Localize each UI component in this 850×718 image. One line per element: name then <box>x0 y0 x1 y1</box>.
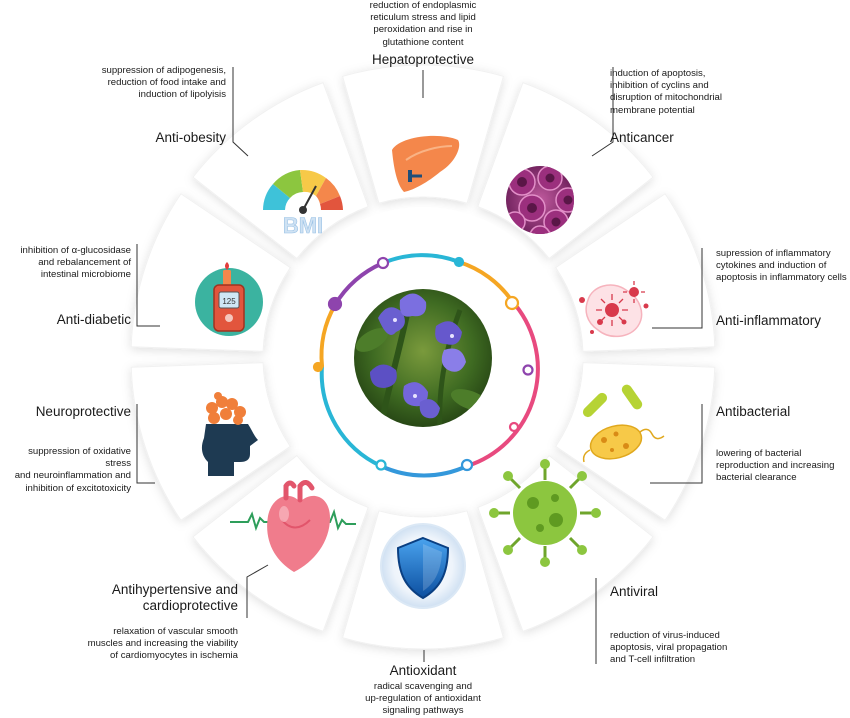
desc-antiviral: reduction of virus-induced apoptosis, vi… <box>610 630 728 666</box>
cancer-cells-icon <box>506 166 574 234</box>
desc-antioxidant: radical scavenging and up-regulation of … <box>365 681 481 717</box>
segment-anti-obesity <box>192 82 369 259</box>
desc-hepatoprotective: reduction of endoplasmic reticulum stres… <box>369 0 477 48</box>
ring-dots <box>312 256 534 472</box>
desc-anticancer: induction of apoptosis, inhibition of cy… <box>610 68 722 116</box>
title-anti-obesity: Anti-obesity <box>155 130 226 145</box>
glucometer-icon: 125 <box>195 262 263 336</box>
title-anti-inflammatory: Anti-inflammatory <box>716 313 822 328</box>
desc-anti-diabetic: inhibition of α-glucosidase and rebalanc… <box>20 245 131 281</box>
title-hepatoprotective: Hepatoprotective <box>371 52 475 67</box>
title-anti-diabetic: Anti-diabetic <box>56 312 131 327</box>
inflammatory-cell-icon <box>579 281 649 338</box>
glucometer-reading: 125 <box>222 297 236 306</box>
title-neuroprotective: Neuroprotective <box>35 404 131 419</box>
shield-icon <box>380 523 466 609</box>
title-antioxidant: Antioxidant <box>389 663 457 678</box>
desc-antihypertensive: relaxation of vascular smooth muscles an… <box>87 626 238 662</box>
liver-icon <box>392 135 460 192</box>
bmi-label: BMI <box>283 213 323 238</box>
desc-anti-obesity: suppression of adipogenesis, reduction o… <box>101 65 226 101</box>
title-antibacterial: Antibacterial <box>716 404 791 419</box>
title-anticancer: Anticancer <box>610 130 674 145</box>
bmi-gauge-icon: BMI <box>263 169 343 238</box>
title-antihypertensive: Antihypertensive and cardioprotective <box>111 582 238 613</box>
desc-neuroprotective: suppression of oxidative stress and neur… <box>14 446 131 494</box>
virus-icon <box>489 459 601 567</box>
heart-icon <box>230 480 356 572</box>
brain-head-icon <box>201 392 258 476</box>
leader-lines <box>136 67 703 664</box>
segment-hepatoprotective <box>342 64 504 204</box>
desc-antibacterial: lowering of bacterial reproduction and i… <box>716 448 835 484</box>
bacteria-icon <box>582 384 665 463</box>
desc-anti-inflammatory: supression of inflammatory cytokines and… <box>716 248 847 284</box>
title-antiviral: Antiviral <box>610 584 659 599</box>
